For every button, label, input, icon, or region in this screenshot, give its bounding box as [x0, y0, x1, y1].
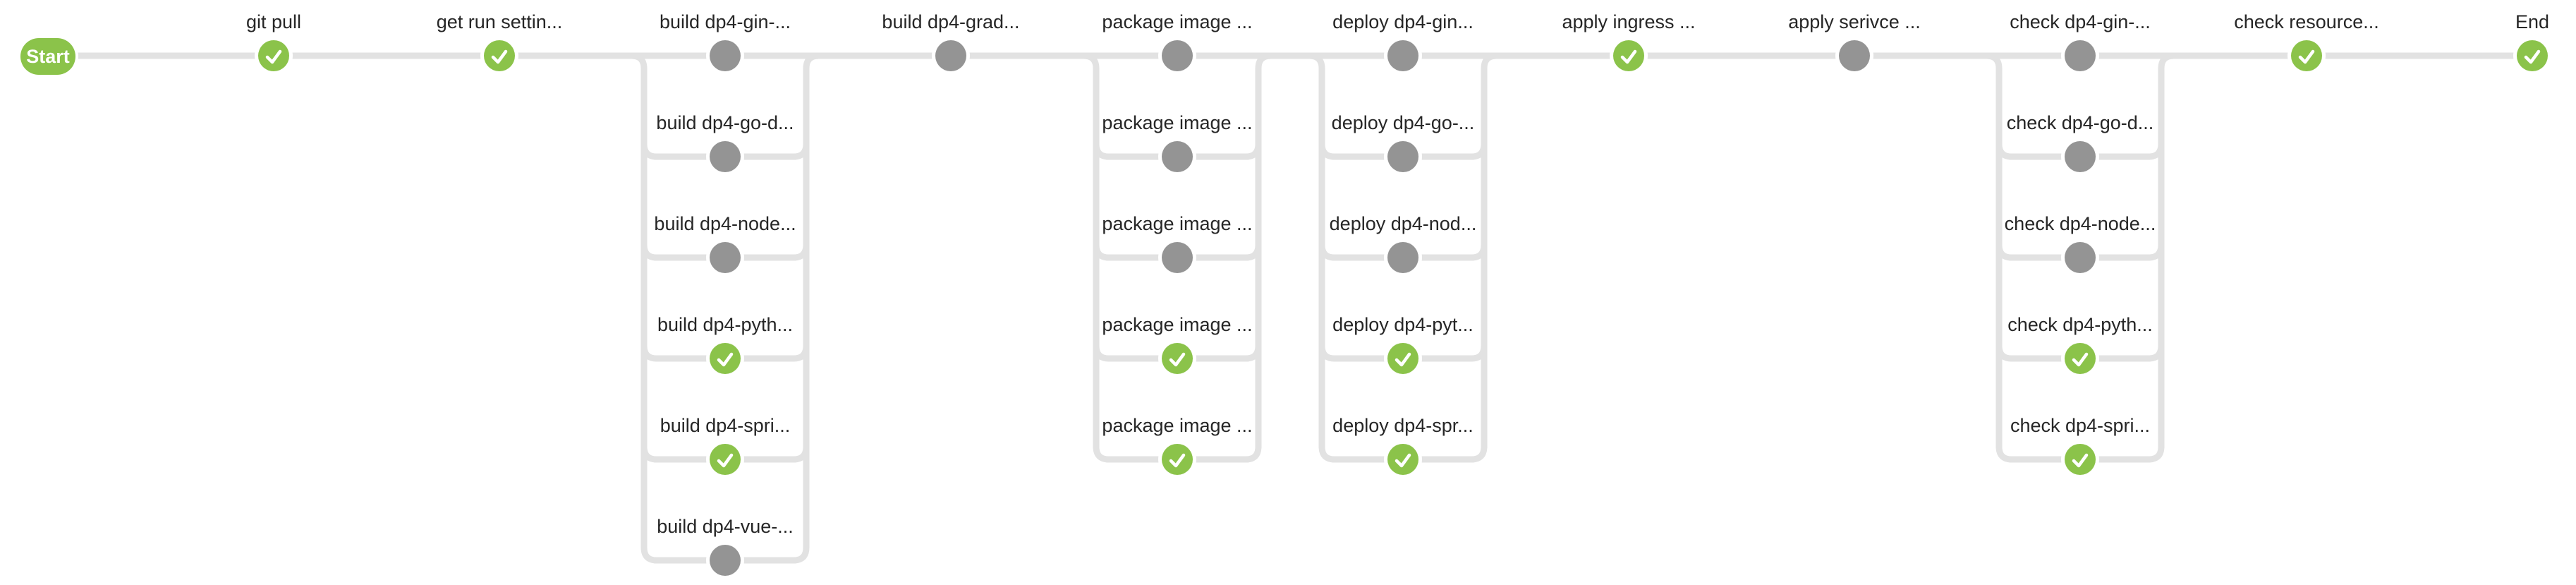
stage-label: apply serivce ... [1788, 11, 1921, 33]
stage-node[interactable] [935, 40, 966, 71]
stage-node[interactable] [1162, 40, 1193, 71]
stage-node[interactable] [2065, 40, 2096, 71]
stage-label: build dp4-gin-... [659, 11, 791, 33]
stage-label: deploy dp4-pyt... [1332, 314, 1474, 336]
stage-node[interactable] [484, 40, 515, 71]
check-icon [2524, 49, 2541, 64]
stage-node[interactable] [1613, 40, 1644, 71]
check-icon [717, 352, 734, 367]
check-icon [491, 49, 508, 64]
check-icon [2072, 352, 2089, 367]
stage-node[interactable] [1387, 242, 1418, 273]
check-icon [1169, 453, 1186, 468]
stage-node[interactable] [1387, 40, 1418, 71]
stage-label: build dp4-go-d... [656, 112, 794, 134]
stage-label: End [2515, 11, 2550, 33]
stage-node[interactable] [1162, 444, 1193, 475]
stage-node[interactable] [1387, 444, 1418, 475]
stage-label: package image ... [1102, 112, 1253, 134]
check-icon [265, 49, 282, 64]
stage-node[interactable] [710, 545, 741, 576]
stage-node[interactable] [2291, 40, 2322, 71]
stage-node[interactable] [1162, 343, 1193, 374]
stage-label: package image ... [1102, 314, 1253, 336]
stage-node[interactable] [710, 242, 741, 273]
check-icon [2298, 49, 2315, 64]
stage-label: build dp4-vue-... [657, 516, 794, 538]
end-node [2517, 40, 2548, 71]
check-icon [1620, 49, 1637, 64]
stage-label: check dp4-gin-... [2010, 11, 2151, 33]
stage-label: build dp4-node... [654, 213, 796, 235]
stage-node[interactable] [1387, 141, 1418, 172]
stage-label: check dp4-go-d... [2006, 112, 2154, 134]
start-label: Start [26, 45, 70, 67]
stage-label: check dp4-spri... [2010, 415, 2151, 437]
check-icon [1169, 352, 1186, 367]
stage-node[interactable] [2065, 242, 2096, 273]
check-icon [2072, 453, 2089, 468]
check-icon [1395, 453, 1411, 468]
stage-node[interactable] [2065, 343, 2096, 374]
stage-node[interactable] [710, 40, 741, 71]
stage-node[interactable] [258, 40, 289, 71]
stage-node[interactable] [710, 141, 741, 172]
stage-label: package image ... [1102, 415, 1253, 437]
check-icon [1395, 352, 1411, 367]
stage-node[interactable] [2065, 444, 2096, 475]
stage-node[interactable] [1162, 242, 1193, 273]
stage-node[interactable] [1162, 141, 1193, 172]
stage-label: git pull [245, 11, 302, 33]
stage-node[interactable] [1387, 343, 1418, 374]
start-node: Start [20, 38, 75, 75]
stage-label: deploy dp4-spr... [1332, 415, 1474, 437]
stage-label: apply ingress ... [1562, 11, 1696, 33]
stage-label: build dp4-grad... [882, 11, 1020, 33]
check-icon [717, 453, 734, 468]
stage-label: build dp4-spri... [660, 415, 791, 437]
stage-label: deploy dp4-go-... [1331, 112, 1475, 134]
stage-label: build dp4-pyth... [657, 314, 794, 336]
stage-node[interactable] [1839, 40, 1870, 71]
stage-label: package image ... [1102, 213, 1253, 235]
stage-node[interactable] [2065, 141, 2096, 172]
stage-node[interactable] [710, 343, 741, 374]
stage-label: get run settin... [436, 11, 563, 33]
stage-label: package image ... [1102, 11, 1253, 33]
stage-label: check dp4-pyth... [2007, 314, 2153, 336]
stage-label: check dp4-node... [2004, 213, 2156, 235]
stage-label: deploy dp4-gin... [1332, 11, 1474, 33]
stage-label: deploy dp4-nod... [1329, 213, 1477, 235]
stage-node[interactable] [710, 444, 741, 475]
stage-label: check resource... [2234, 11, 2379, 33]
